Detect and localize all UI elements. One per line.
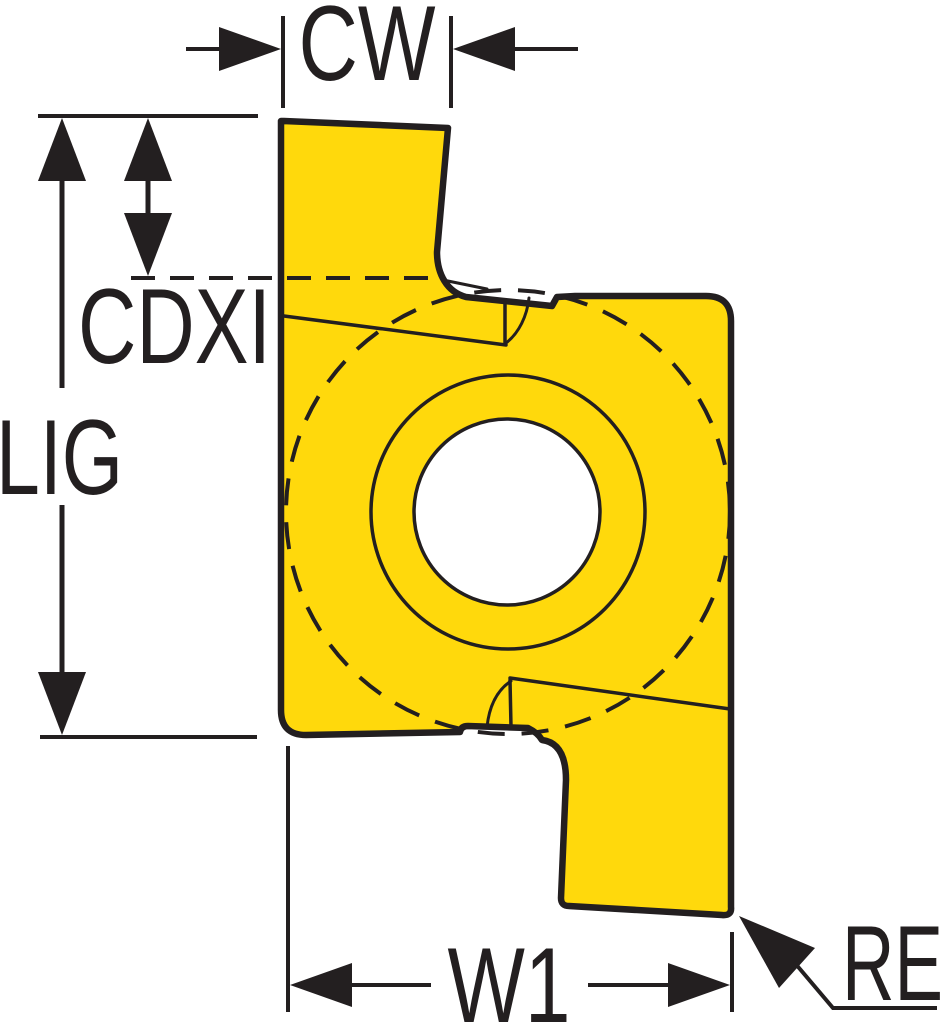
cw-left-arrowhead <box>219 27 281 71</box>
lig-label: LIG <box>0 397 123 517</box>
bottom-edge-diagonal-line <box>508 676 732 711</box>
w1-label: W1 <box>448 925 571 1024</box>
top-edge-diagonal-line <box>282 314 508 347</box>
dimension-cw: CW <box>186 0 578 108</box>
cw-label: CW <box>299 0 436 103</box>
dimension-lig: LIG <box>0 118 257 739</box>
cdxi-label: CDXI <box>78 266 271 386</box>
cdxi-up-arrowhead <box>124 118 172 181</box>
re-leader-arrowhead <box>739 916 815 988</box>
dimension-re: RE <box>739 903 943 1023</box>
counterbore-circle <box>369 373 647 651</box>
dimension-w1: W1 <box>286 746 734 1024</box>
cw-right-arrowhead <box>453 27 515 71</box>
center-hole <box>412 417 602 607</box>
bottom-edge-vertical-line <box>508 678 513 729</box>
w1-right-arrowhead <box>668 963 730 1007</box>
re-label: RE <box>842 903 943 1023</box>
re-leader-line <box>792 960 937 1010</box>
cdxi-down-arrowhead <box>124 213 172 276</box>
dimension-cdxi: CDXI <box>38 114 271 386</box>
bottom-edge-fillet-arc <box>485 679 513 729</box>
w1-left-arrowhead <box>290 963 352 1007</box>
lig-down-arrowhead <box>38 672 86 735</box>
insert-body <box>131 117 735 919</box>
lig-up-arrowhead <box>38 118 86 181</box>
inscribed-circle-dashed <box>284 288 732 736</box>
top-flank-line <box>441 278 489 291</box>
top-edge-fillet-arc <box>504 296 531 345</box>
